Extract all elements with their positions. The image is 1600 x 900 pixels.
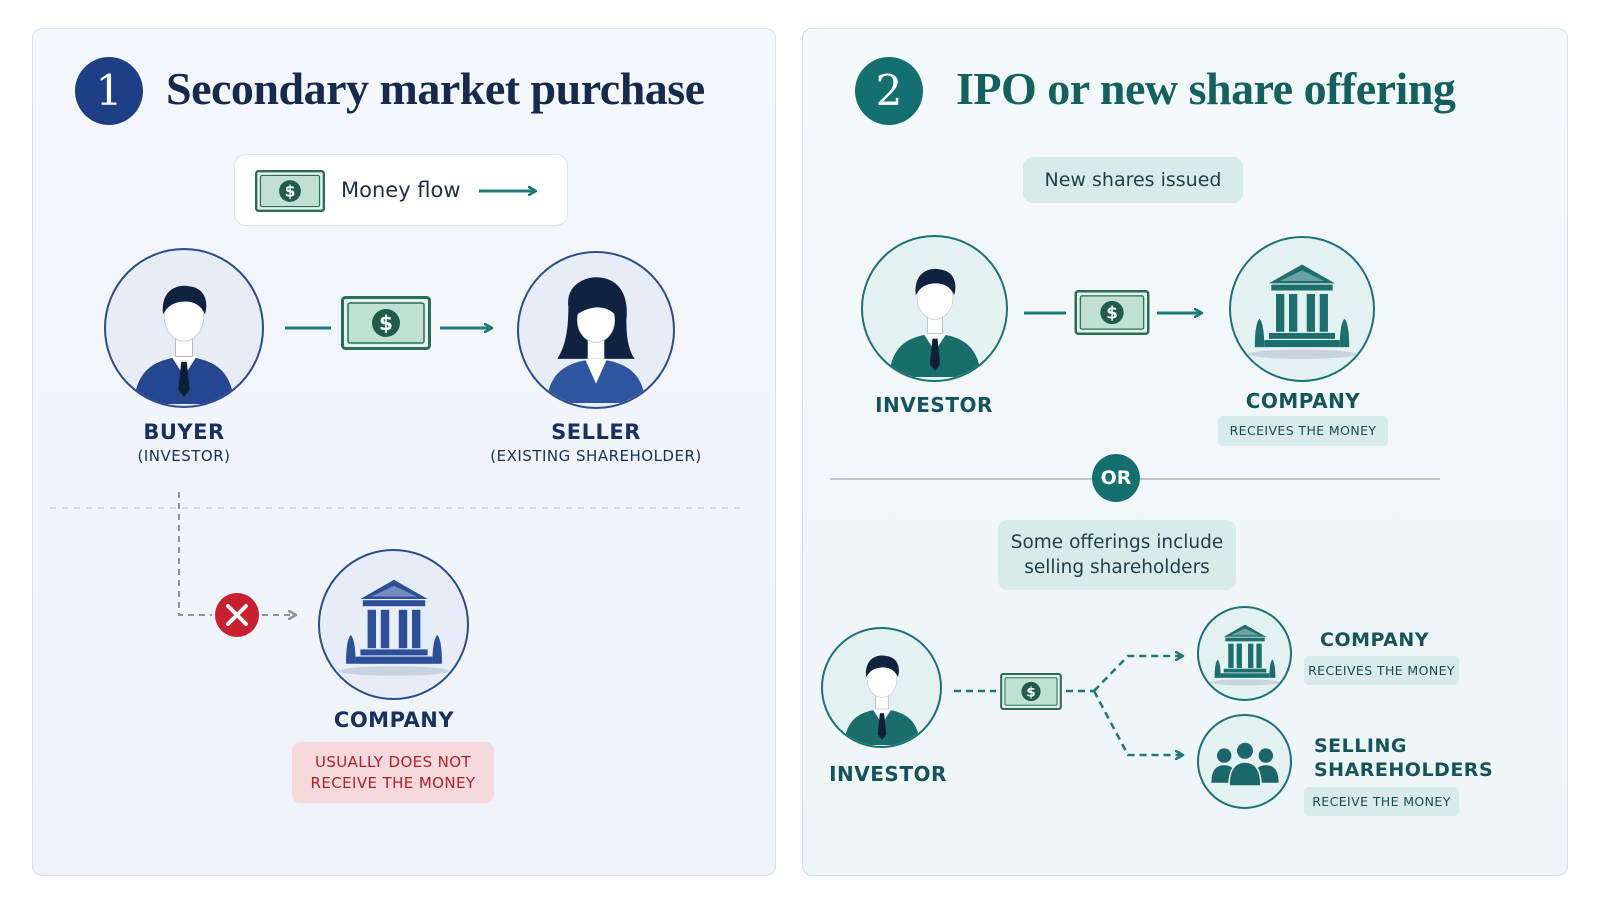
- buyer-avatar: [104, 248, 264, 408]
- company-avatar-bottom: [1197, 606, 1292, 701]
- person-man-icon: [843, 654, 921, 745]
- note-line-2: selling shareholders: [1024, 557, 1210, 578]
- receive-money-badge-selling: RECEIVE THE MONEY: [1304, 787, 1459, 816]
- seller-avatar: [517, 251, 675, 409]
- person-woman-icon: [545, 276, 647, 403]
- seller-sublabel: (EXISTING SHAREHOLDER): [490, 447, 702, 465]
- person-man-icon: [132, 285, 236, 404]
- selling-shareholders-label: SELLING SHAREHOLDERS: [1314, 734, 1493, 782]
- company-avatar: [318, 549, 469, 700]
- ipo-offering-title: IPO or new share offering: [956, 63, 1456, 114]
- investor-label-bottom: INVESTOR: [829, 762, 947, 786]
- investor-label-top: INVESTOR: [875, 393, 993, 417]
- or-badge: OR: [1092, 454, 1140, 502]
- step-number-2: 2: [855, 57, 923, 125]
- dollar-bill-icon: [255, 170, 325, 212]
- selling-line-1: SELLING: [1314, 735, 1407, 757]
- selling-shareholders-note: Some offerings include selling sharehold…: [998, 520, 1236, 590]
- person-man-icon: [888, 268, 982, 377]
- company-avatar-top: [1229, 236, 1375, 382]
- receives-money-badge-top: RECEIVES THE MONEY: [1218, 416, 1388, 446]
- selling-shareholders-avatar: [1197, 714, 1292, 809]
- bank-building-icon: [1210, 624, 1280, 686]
- company-label-bottom: COMPANY: [1320, 629, 1430, 651]
- note-line-1: Some offerings include: [1010, 532, 1224, 553]
- step-number-1: 1: [75, 57, 143, 125]
- seller-label: SELLER: [551, 420, 641, 444]
- bank-building-icon: [338, 579, 450, 676]
- selling-line-2: SHAREHOLDERS: [1314, 759, 1494, 781]
- note-line-2: RECEIVE THE MONEY: [310, 774, 476, 792]
- group-people-icon: [1210, 741, 1280, 787]
- dollar-bill-icon: [340, 296, 432, 350]
- note-line-1: USUALLY DOES NOT: [314, 753, 472, 771]
- buyer-sublabel: (INVESTOR): [137, 447, 231, 465]
- money-flow-label: Money flow: [341, 178, 461, 202]
- company-label: COMPANY: [333, 708, 455, 732]
- buyer-label: BUYER: [143, 420, 225, 444]
- secondary-market-title: Secondary market purchase: [166, 63, 705, 114]
- investor-avatar-bottom: [821, 627, 942, 748]
- company-label-top: COMPANY: [1245, 389, 1361, 413]
- company-no-money-note: USUALLY DOES NOT RECEIVE THE MONEY: [292, 742, 494, 803]
- dollar-bill-icon: [1074, 290, 1150, 335]
- bank-building-icon: [1247, 264, 1357, 359]
- new-shares-issued-tag: New shares issued: [1023, 157, 1243, 203]
- investor-avatar-top: [861, 235, 1008, 382]
- dollar-bill-icon: [1000, 673, 1062, 710]
- receives-money-badge-bottom: RECEIVES THE MONEY: [1304, 656, 1459, 685]
